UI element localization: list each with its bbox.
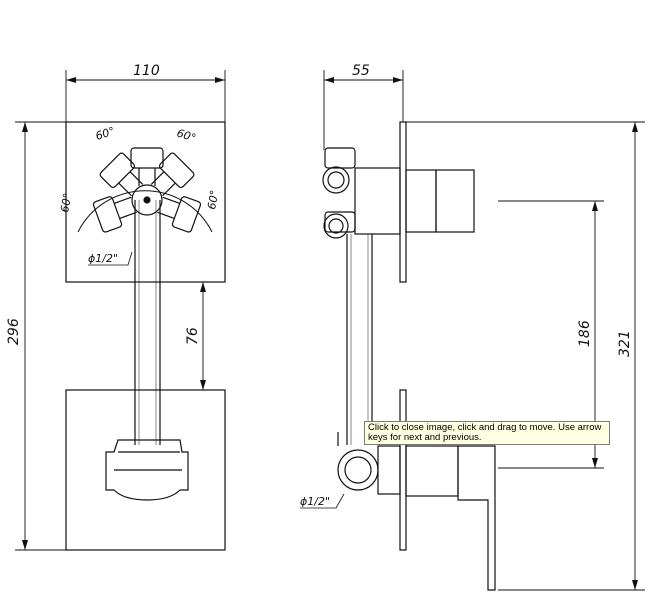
thread-label-front: ϕ1/2" [88,252,118,265]
hub [131,184,163,216]
thread-label-side: ϕ1/2" [300,495,330,508]
side-pipe [346,234,373,445]
fittings [92,147,202,233]
image-viewer-tooltip[interactable]: Click to close image, click and drag to … [364,421,610,445]
side-fittings [322,147,356,239]
front-mixer-body [105,439,189,501]
lower-wall-plate [399,389,407,551]
angle-label-top-right: 60° [175,126,198,144]
dim-front-width: 110 [133,63,160,79]
upper-plate [65,121,226,283]
dim-side-width: 55 [352,63,370,79]
front-pipe [134,200,161,445]
dim-side-height: 321 [617,330,633,357]
cartridge [405,169,437,233]
side-view [300,121,496,591]
dim-front-height: 296 [6,318,22,345]
angle-arc [77,190,213,233]
wall-plate [399,121,407,283]
upper-box [354,167,401,235]
angle-label-right: 60° [205,189,221,210]
dim-gap-height: 76 [185,327,201,345]
front-view [65,121,226,551]
angle-label-top-left: 60° [94,124,117,142]
dim-side-center: 186 [577,320,593,347]
lower-plate [65,389,226,551]
angle-label-left: 60° [58,192,74,213]
knob [435,169,475,233]
side-mixer-body [337,432,496,591]
